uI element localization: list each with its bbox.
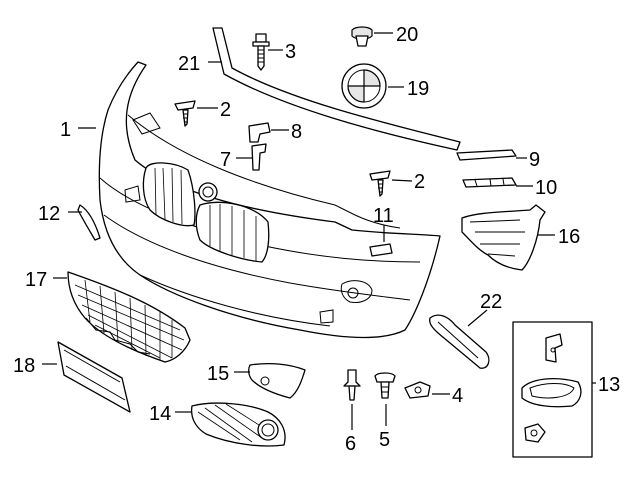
part-19-emblem <box>341 63 387 109</box>
callout-19: 19 <box>407 78 429 100</box>
part-2-screw-a <box>174 100 196 127</box>
callout-17: 17 <box>25 269 47 291</box>
part-4-nut-clip <box>404 381 431 399</box>
callout-2-lower: 2 <box>414 171 425 193</box>
part-1-bumper-cover <box>98 61 441 339</box>
callout-10: 10 <box>535 177 557 199</box>
callout-4: 4 <box>452 385 463 407</box>
callout-12: 12 <box>38 203 60 225</box>
callout-7: 7 <box>220 149 231 171</box>
part-7-bracket <box>251 143 267 171</box>
callout-2-upper: 2 <box>220 99 231 121</box>
part-16-side-bracket <box>461 204 546 271</box>
part-15-cover <box>248 363 306 399</box>
callout-20: 20 <box>396 24 418 46</box>
part-17-lower-grille <box>67 271 191 363</box>
callout-11: 11 <box>373 205 394 227</box>
part-6-push-pin <box>343 369 361 401</box>
callout-1: 1 <box>60 119 71 141</box>
callout-13: 13 <box>598 374 620 396</box>
part-12-reflector <box>77 204 101 241</box>
callout-8: 8 <box>291 121 302 143</box>
part-20-cap-nut <box>351 26 373 47</box>
part-18-plate-bracket <box>57 341 131 413</box>
callout-21: 21 <box>178 53 200 75</box>
part-8-bracket <box>248 122 271 143</box>
part-10-bracket <box>462 177 517 188</box>
part-21-upper-trim-strip <box>212 27 461 151</box>
part-9-trim-piece <box>456 149 517 161</box>
callout-22: 22 <box>480 291 502 313</box>
callout-14: 14 <box>149 403 171 425</box>
callout-15: 15 <box>207 363 229 385</box>
part-2-screw-b <box>369 170 391 197</box>
leader-lines <box>42 32 596 430</box>
callout-3: 3 <box>285 41 296 63</box>
part-13-inset-group <box>512 321 593 458</box>
callout-labels: 1 2 2 3 4 5 6 7 8 9 10 11 12 13 14 15 16… <box>13 24 620 455</box>
callout-5: 5 <box>379 429 390 451</box>
callout-6: 6 <box>345 433 356 455</box>
part-14-fog-grille <box>190 402 286 447</box>
part-5-clip <box>374 372 396 399</box>
callout-18: 18 <box>13 355 35 377</box>
callout-16: 16 <box>558 226 580 248</box>
part-11-pad <box>369 243 393 257</box>
part-3-bolt <box>252 33 270 71</box>
part-22-reflector <box>428 314 490 369</box>
callout-9: 9 <box>529 149 540 171</box>
